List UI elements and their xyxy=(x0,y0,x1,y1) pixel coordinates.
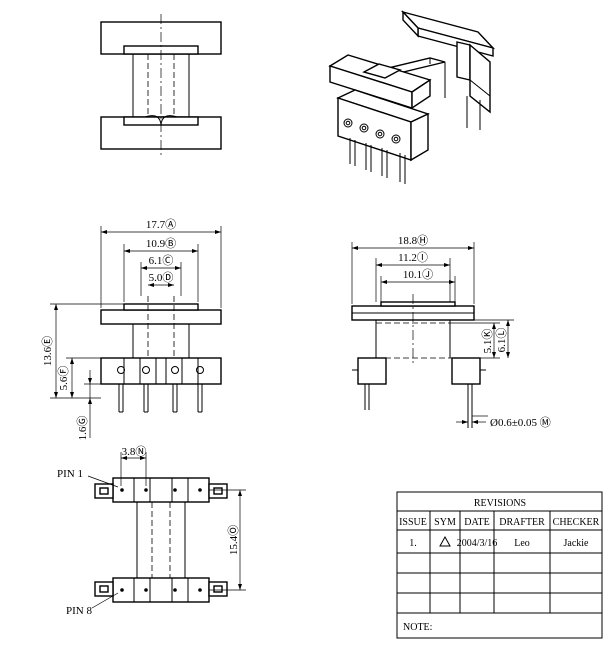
dim-j-label: 10.1Ⓙ xyxy=(403,268,433,281)
dim-c-label: 6.1Ⓒ xyxy=(149,254,174,267)
dim-b-label: 10.9Ⓑ xyxy=(146,237,176,250)
header-drafter: DRAFTER xyxy=(499,517,545,528)
dim-h-label: 18.8Ⓗ xyxy=(398,234,428,247)
pin-1-label: PIN 1 xyxy=(57,468,83,480)
revisions-table: REVISIONS ISSUE SYM DATE DRAFTER CHECKER… xyxy=(396,491,603,639)
side-view xyxy=(351,242,514,428)
dimension-labels: 17.7Ⓐ 10.9Ⓑ 6.1Ⓒ 5.0Ⓓ 13.6Ⓔ 5.6Ⓕ 1.6Ⓖ 18… xyxy=(41,218,551,617)
note-label: NOTE: xyxy=(403,622,432,633)
header-date: DATE xyxy=(464,517,490,528)
dim-d-label: 5.0Ⓓ xyxy=(149,271,174,284)
revisions-title: REVISIONS xyxy=(474,498,526,509)
row-1-date: 2004/3/16 xyxy=(457,538,498,549)
pin-8-label: PIN 8 xyxy=(66,605,92,617)
revision-triangle-icon xyxy=(439,535,451,547)
dim-k-label: 5.1Ⓚ xyxy=(481,329,494,354)
top-view xyxy=(100,14,222,158)
front-view xyxy=(50,226,222,438)
dim-f-label: 5.6Ⓕ xyxy=(57,366,70,391)
isometric-view xyxy=(328,10,496,184)
header-sym: SYM xyxy=(434,517,456,528)
header-issue: ISSUE xyxy=(399,517,427,528)
dim-e-label: 13.6Ⓔ xyxy=(41,336,54,366)
row-1-drafter: Leo xyxy=(514,538,530,549)
dim-i-label: 11.2Ⓘ xyxy=(398,251,428,264)
dim-m-label: Ø0.6±0.05 Ⓜ xyxy=(490,416,551,429)
bottom-view xyxy=(87,452,246,609)
row-1-checker: Jackie xyxy=(564,538,590,549)
dim-o-label: 15.4Ⓞ xyxy=(227,525,240,555)
dim-a-label: 17.7Ⓐ xyxy=(146,218,176,231)
dim-n-label: 3.8Ⓝ xyxy=(122,445,147,458)
header-checker: CHECKER xyxy=(553,517,600,528)
dim-g-label: 1.6Ⓖ xyxy=(76,416,89,441)
dim-l-label: 6.1Ⓛ xyxy=(495,328,508,353)
row-1-issue: 1. xyxy=(409,538,417,549)
